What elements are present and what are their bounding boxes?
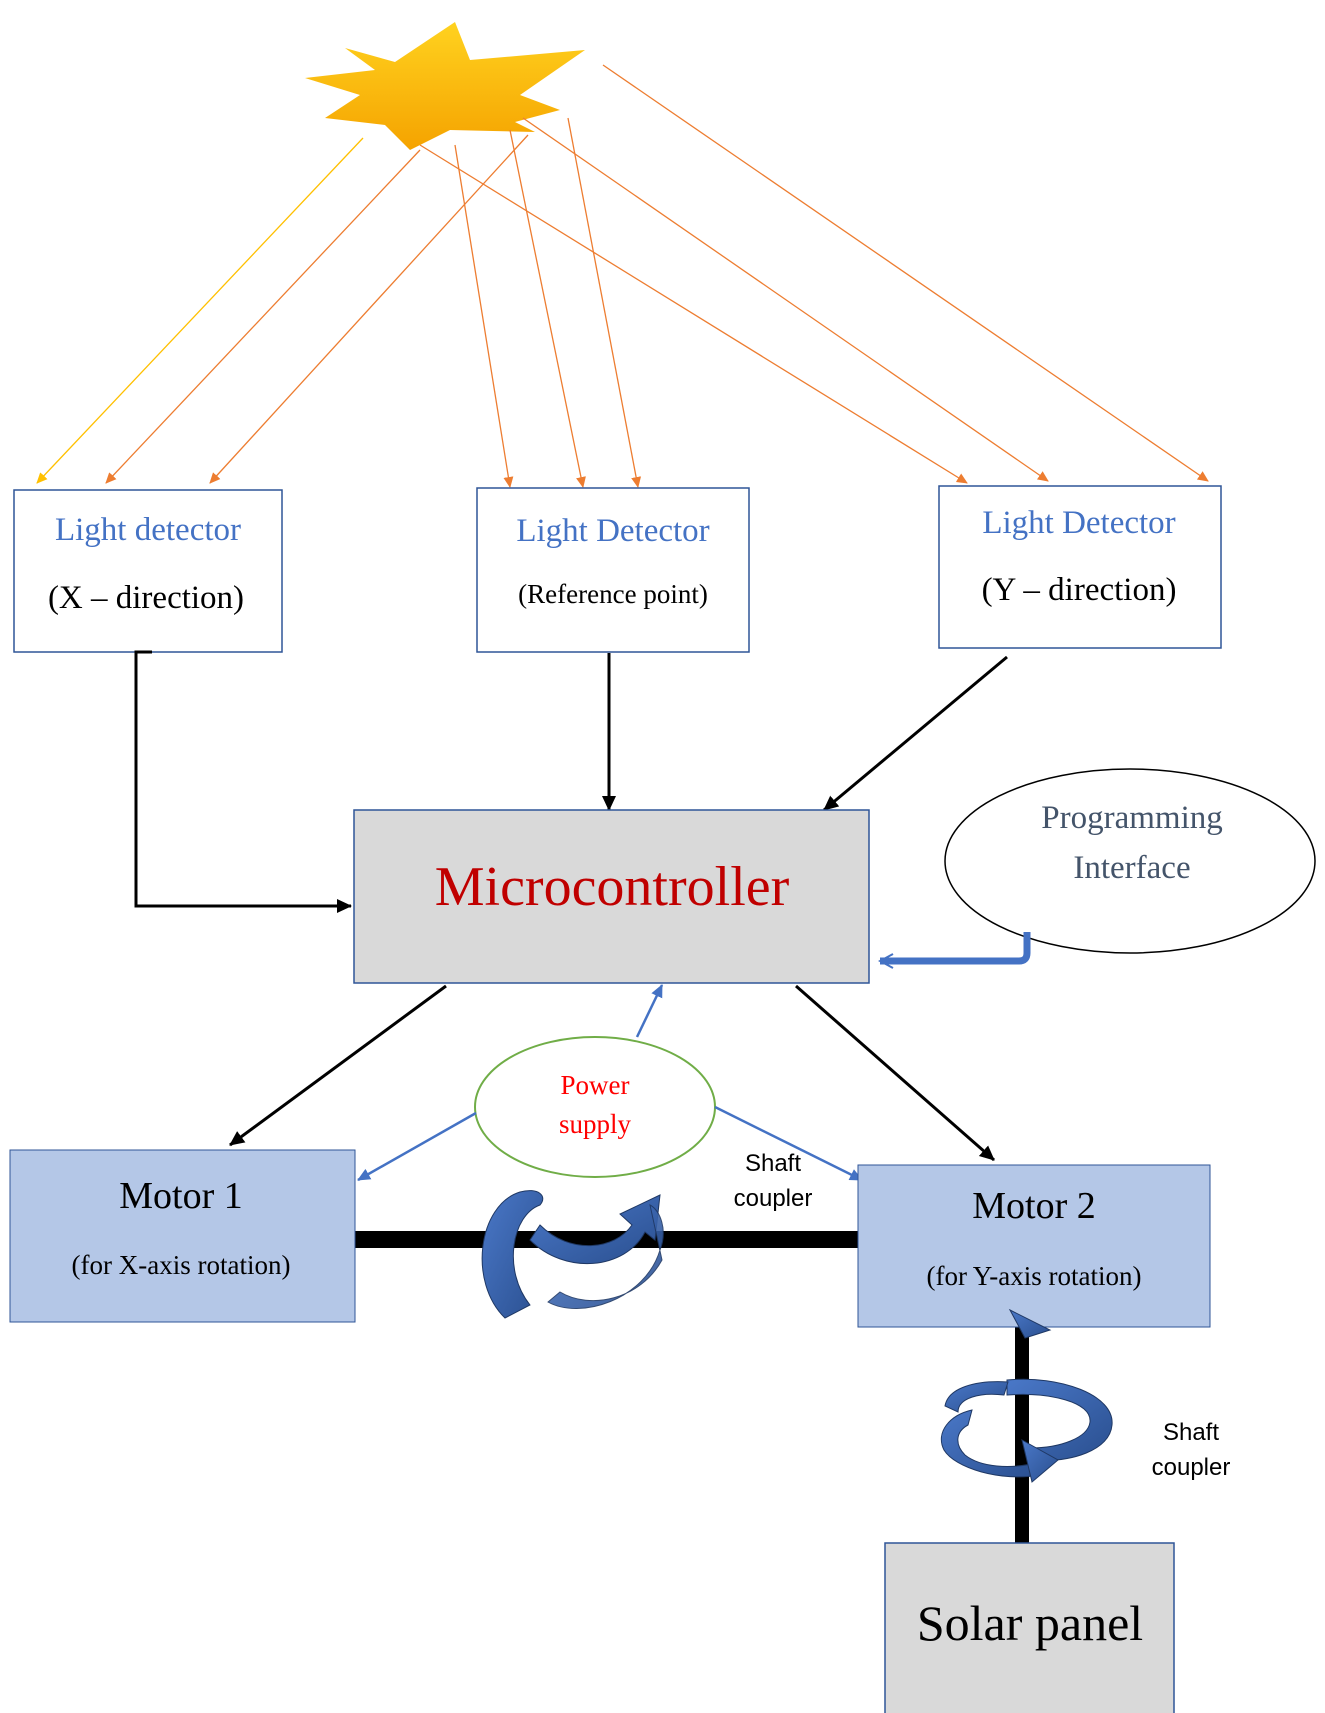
- mcu-to-motor2-arrow: [795, 984, 995, 1162]
- ray-to-y-detector-1: [419, 144, 968, 484]
- sun-icon: [305, 22, 585, 150]
- motor-1: Motor 1 (for X-axis rotation): [9, 1149, 356, 1323]
- ray-to-ref-detector-3: [567, 117, 642, 488]
- x-detector-to-mcu-arrow: [134, 650, 352, 913]
- motor-1-subtitle: (for X-axis rotation): [72, 1250, 291, 1280]
- light-detector-x: Light detector (X – direction): [13, 489, 283, 653]
- ray-to-x-detector-3: [209, 134, 529, 484]
- light-detector-y: Light Detector (Y – direction): [938, 485, 1222, 649]
- programming-interface-line1: Programming: [1041, 800, 1222, 836]
- light-detector-y-subtitle: (Y – direction): [982, 572, 1177, 608]
- motor-2: Motor 2 (for Y-axis rotation): [857, 1164, 1211, 1328]
- motor-2-subtitle: (for Y-axis rotation): [927, 1261, 1142, 1291]
- motor-1-title: Motor 1: [119, 1175, 243, 1217]
- light-detector-y-title: Light Detector: [982, 505, 1175, 541]
- programming-to-mcu-arrow: [880, 932, 1031, 961]
- shaft-coupler-label-2: Shaft coupler: [1152, 1419, 1231, 1481]
- microcontroller-block: Microcontroller: [353, 809, 870, 984]
- rotation-arrow-y-icon: [940, 1308, 1113, 1483]
- power-supply-line2: supply: [559, 1109, 632, 1139]
- ray-to-y-detector-2: [522, 117, 1049, 482]
- rotation-arrow-x-icon: [481, 1190, 664, 1319]
- ray-to-x-detector-2: [105, 149, 421, 484]
- light-detector-reference: Light Detector (Reference point): [476, 487, 750, 653]
- power-supply: Power supply: [474, 1036, 716, 1178]
- mcu-to-motor-connectors: [229, 984, 995, 1162]
- microcontroller-label: Microcontroller: [435, 856, 790, 918]
- detector-connectors: [134, 650, 1008, 913]
- shaft-coupler-1-line2: coupler: [734, 1185, 813, 1212]
- mcu-to-motor1-arrow: [229, 984, 447, 1147]
- shaft-coupler-2-line1: Shaft: [1163, 1419, 1219, 1446]
- sun-rays: [36, 64, 1209, 488]
- solar-panel: Solar panel: [884, 1542, 1175, 1713]
- light-detector-reference-title: Light Detector: [516, 513, 709, 549]
- power-to-mcu-arrow: [635, 984, 664, 1038]
- programming-interface: Programming Interface: [944, 768, 1316, 954]
- shaft-coupler-2-line2: coupler: [1152, 1454, 1231, 1481]
- ray-to-ref-detector-1: [454, 144, 514, 488]
- solar-panel-label: Solar panel: [917, 1595, 1143, 1651]
- ray-to-ref-detector-2: [509, 129, 586, 488]
- ray-to-x-detector-1: [36, 137, 364, 484]
- motor-2-title: Motor 2: [972, 1185, 1096, 1227]
- power-connectors: [357, 984, 863, 1182]
- shaft-coupler-1-line1: Shaft: [745, 1150, 801, 1177]
- light-detector-x-subtitle: (X – direction): [48, 580, 244, 616]
- power-to-motor1-arrow: [357, 1111, 477, 1182]
- y-detector-to-mcu-arrow: [823, 655, 1008, 812]
- shaft-coupler-label-1: Shaft coupler: [734, 1150, 813, 1212]
- shaft-x-axis: [355, 1231, 862, 1248]
- shaft-y-axis: [1015, 1326, 1029, 1543]
- light-detector-reference-subtitle: (Reference point): [518, 579, 708, 609]
- light-detector-x-title: Light detector: [55, 512, 241, 548]
- programming-interface-line2: Interface: [1073, 850, 1190, 886]
- power-to-motor2-arrow: [714, 1105, 863, 1182]
- power-supply-line1: Power: [561, 1070, 630, 1100]
- ray-to-y-detector-3: [602, 64, 1209, 482]
